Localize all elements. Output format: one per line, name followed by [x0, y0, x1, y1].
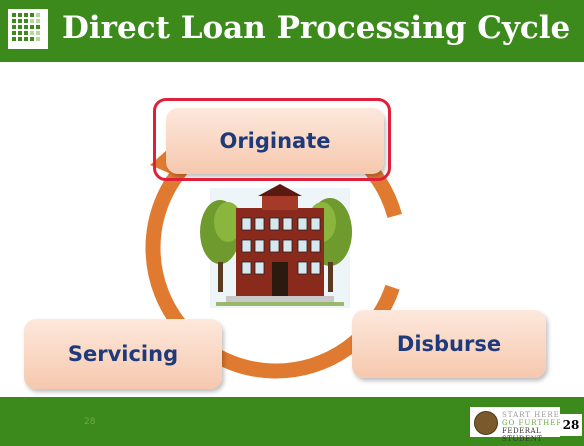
page-number: 28 — [560, 414, 582, 436]
header-divider — [0, 62, 584, 65]
step-servicing: Servicing — [24, 319, 222, 389]
step-originate: Originate — [166, 108, 384, 174]
step-disburse-label: Disburse — [396, 332, 502, 356]
brand-line-1: START HERE — [502, 411, 560, 419]
brand-line-3: FEDERAL STUDENT — [502, 427, 543, 443]
department-seal-icon — [474, 411, 498, 435]
cycle-diagram — [145, 117, 407, 379]
logo-icon — [8, 9, 48, 49]
school-building-icon — [200, 184, 352, 308]
originate-highlight — [153, 98, 391, 181]
step-servicing-label: Servicing — [67, 342, 179, 366]
slide-header: Direct Loan Processing Cycle — [0, 0, 584, 62]
slide-title: Direct Loan Processing Cycle — [62, 10, 571, 46]
step-disburse: Disburse — [352, 310, 546, 378]
brand-line-2: GO FURTHER — [502, 419, 563, 427]
footer-slide-number: 28 — [84, 417, 96, 427]
step-originate-label: Originate — [219, 129, 331, 153]
